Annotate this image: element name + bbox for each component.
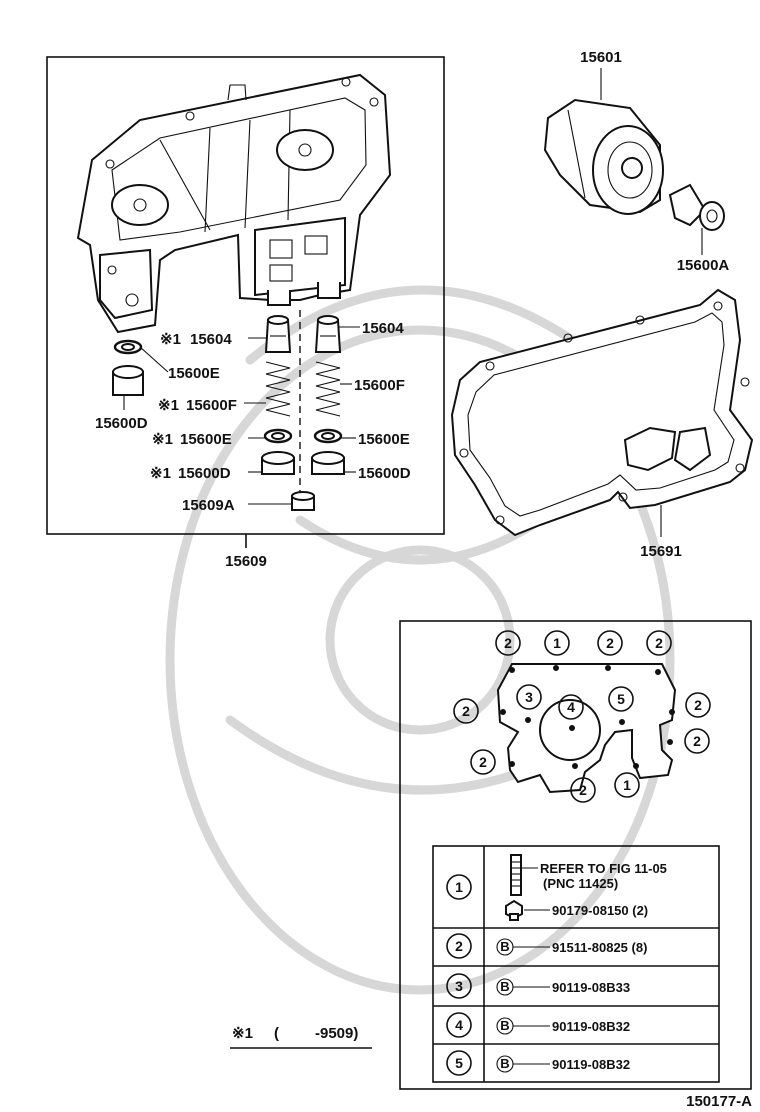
left-washer-plug-drawing [112,339,169,410]
valve-stack-a-drawing [261,315,295,475]
bolt-holes [500,665,675,769]
part-15600D-left-label: 15600D [95,415,148,432]
svg-text:2: 2 [694,697,702,713]
svg-text:2: 2 [504,635,512,651]
svg-text:2: 2 [479,754,487,770]
bolt-row-5-part: 90119-08B32 [552,1057,630,1072]
callout-bottom-1: 2 [570,777,596,803]
svg-text:2: 2 [655,635,663,651]
part-15604-a-label: 15604 [190,331,232,348]
callout-left-2: 2 [470,749,496,775]
svg-text:2: 2 [693,733,701,749]
bolt-row-1-part: 90179-08150 (2) [552,903,648,918]
mark-1-b: ※1 [158,397,179,414]
callout-right-2: 2 [684,728,710,754]
oil-filter-drawing [543,98,664,215]
callout-inner-4: 4 [558,694,584,720]
part-15601-label: 15601 [580,49,622,66]
svg-text:5: 5 [617,691,625,707]
callout-bottom-2: 1 [614,772,640,798]
bolt-row-4: 4 B 90119-08B32 [446,1012,630,1038]
bolt-row-5-num: 5 [455,1055,463,1071]
b-mark-icon: B [500,979,509,994]
bolt-row-3: 3 B 90119-08B33 [446,973,630,999]
svg-text:1: 1 [623,777,631,793]
mark-1-c: ※1 [152,431,173,448]
svg-text:1: 1 [553,635,561,651]
svg-text:4: 4 [567,699,575,715]
bolt-table [432,845,720,1083]
union-15600A-drawing [668,183,725,255]
footnote-text: -9509) [315,1025,358,1042]
callout-top-3: 2 [597,630,623,656]
callout-top-2: 1 [544,630,570,656]
part-15600F-b-label: 15600F [354,377,405,394]
svg-text:2: 2 [606,635,614,651]
part-15600D-b-label: 15600D [358,465,411,482]
bolt-row-3-num: 3 [455,978,463,994]
oil-cooler-assembly-box: 15609 [46,56,445,570]
callout-right-1: 2 [685,692,711,718]
bolt-row-3-part: 90119-08B33 [552,980,630,995]
part-15600A-label: 15600A [677,257,730,274]
leader-lines [244,326,360,505]
bolt-row-2-num: 2 [455,938,463,954]
part-15600D-a-label: 15600D [178,465,231,482]
hex-bolt-icon [505,899,523,921]
part-15600F-a-label: 15600F [186,397,237,414]
cap-15609A-drawing [291,491,315,511]
bolt-detail-box [399,620,752,1090]
bolt-row-1: 1 REFER TO FIG 11-05 (PNC 11425) 90179-0… [446,854,667,921]
callout-inner-5: 5 [608,686,634,712]
figure-id: 150177-A [686,1093,752,1110]
footnote-paren: ( [274,1025,279,1042]
svg-text:2: 2 [462,703,470,719]
mark-1-d: ※1 [150,465,171,482]
part-15691-label: 15691 [640,543,682,560]
svg-text:3: 3 [525,689,533,705]
callout-left-1: 2 [453,698,479,724]
bolt-row-2-part: 91511-80825 (8) [552,940,647,955]
callout-top-4: 2 [646,630,672,656]
svg-text:2: 2 [579,782,587,798]
bolt-row-5: 5 B 90119-08B32 [446,1050,630,1076]
b-mark-icon: B [500,939,509,954]
bolt-row-1-line1: REFER TO FIG 11-05 [540,861,667,876]
part-15609A-label: 15609A [182,497,235,514]
part-15600E-b-label: 15600E [358,431,410,448]
gasket-drawing [450,288,754,537]
b-mark-icon: B [500,1056,509,1071]
footnote: ※1 ( -9509) [230,1025,372,1049]
bolt-row-4-part: 90119-08B32 [552,1019,630,1034]
callout-top-1: 2 [495,630,521,656]
part-15604-b-label: 15604 [362,320,404,337]
part-15600E-a-label: 15600E [180,431,232,448]
mark-1-a: ※1 [160,331,181,348]
footnote-mark: ※1 [232,1025,253,1042]
part-15600E-left-label: 15600E [168,365,220,382]
b-mark-icon: B [500,1018,509,1033]
bolt-row-1-line2: (PNC 11425) [543,876,618,891]
oil-cooler-housing-drawing [76,73,392,334]
valve-stack-b-drawing [311,315,345,475]
part-15609-label: 15609 [225,553,267,570]
bolt-row-2: 2 B 91511-80825 (8) [446,933,647,959]
stud-bolt-icon [510,854,522,896]
callout-inner-3: 3 [516,684,542,710]
bolt-row-4-num: 4 [455,1017,463,1033]
bolt-row-1-num: 1 [455,879,463,895]
